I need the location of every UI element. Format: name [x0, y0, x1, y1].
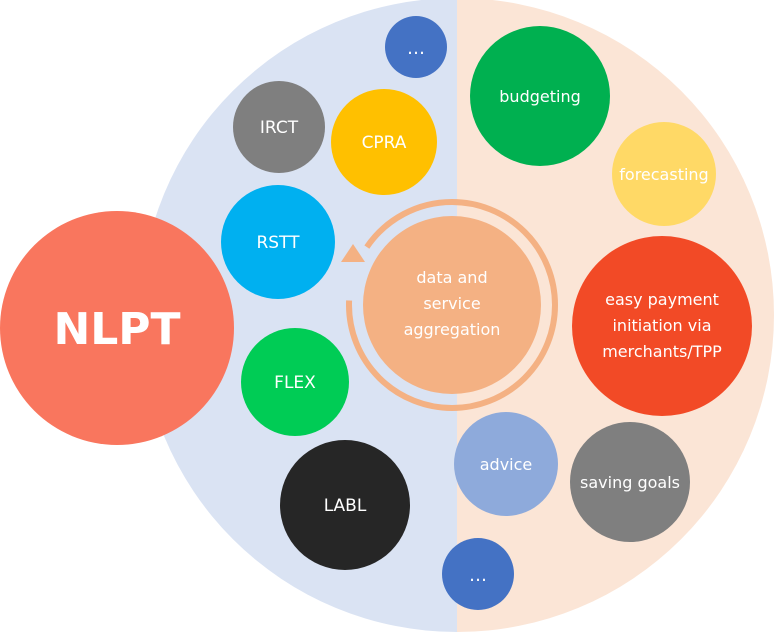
node-ellipsis-left: … [385, 16, 447, 78]
center-aggregation-circle [363, 216, 541, 394]
node-advice-circle [454, 412, 558, 516]
node-rstt-label: RSTT [256, 233, 300, 253]
node-budgeting-circle [470, 26, 610, 166]
node-labl-label: LABL [324, 496, 367, 516]
center-label-line2: service [423, 294, 480, 313]
node-easy-payment-label-line1: easy payment [605, 290, 719, 309]
node-budgeting: budgeting [470, 26, 610, 166]
node-easy-payment-circle [572, 236, 752, 416]
node-cpra: CPRA [331, 89, 437, 195]
node-cpra-label: CPRA [362, 133, 407, 153]
cycle-arrow-head [341, 244, 365, 262]
node-advice: advice [454, 412, 558, 516]
node-budgeting-label: budgeting [499, 87, 580, 106]
center-cycle-ring [346, 199, 558, 411]
node-saving-goals: saving goals [570, 422, 690, 542]
node-ellipsis-right-label: … [469, 565, 487, 586]
node-rstt: RSTT [221, 185, 335, 299]
node-easy-payment-label-line2: initiation via [612, 316, 711, 335]
node-irct-label: IRCT [260, 118, 299, 138]
node-advice-label: advice [480, 455, 533, 474]
node-forecasting: forecasting [612, 122, 716, 226]
node-irct-circle [233, 81, 325, 173]
node-ellipsis-left-label: … [407, 38, 425, 59]
hub-nlpt: NLPT [0, 211, 234, 445]
node-labl-circle [280, 440, 410, 570]
center-label-line3: aggregation [404, 320, 501, 339]
hub-nlpt-label: NLPT [53, 304, 180, 355]
node-flex: FLEX [241, 328, 349, 436]
node-ellipsis-right: … [442, 538, 514, 610]
node-saving-goals-circle [570, 422, 690, 542]
center-label-line1: data and [416, 268, 487, 287]
node-easy-payment: easy payment initiation via merchants/TP… [572, 236, 752, 416]
hub-nlpt-circle [0, 211, 234, 445]
node-forecasting-circle [612, 122, 716, 226]
node-ellipsis-right-circle [442, 538, 514, 610]
node-labl: LABL [280, 440, 410, 570]
node-rstt-circle [221, 185, 335, 299]
node-flex-label: FLEX [274, 373, 316, 393]
node-flex-circle [241, 328, 349, 436]
node-forecasting-label: forecasting [619, 165, 708, 184]
node-easy-payment-label-line3: merchants/TPP [602, 342, 722, 361]
node-saving-goals-label: saving goals [580, 473, 680, 492]
node-irct: IRCT [233, 81, 325, 173]
node-ellipsis-left-circle [385, 16, 447, 78]
center-aggregation: data and service aggregation [341, 199, 558, 411]
node-cpra-circle [331, 89, 437, 195]
